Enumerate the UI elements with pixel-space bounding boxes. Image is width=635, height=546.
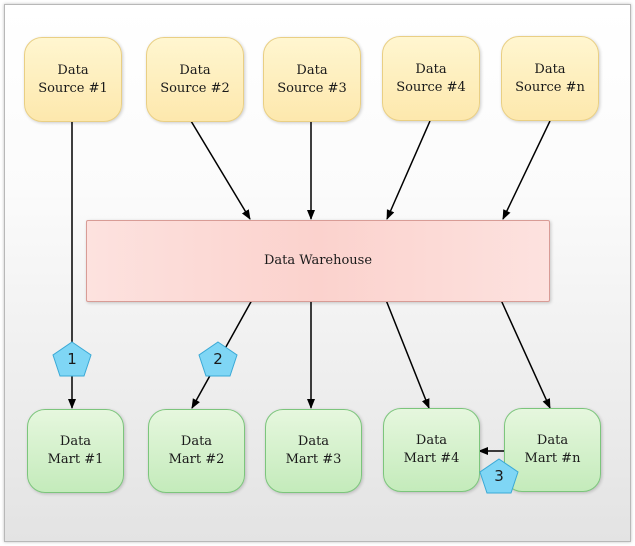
data-mart-n-label: Data Mart #n (524, 433, 581, 466)
pentagon-badge-1: 1 (52, 341, 92, 377)
arrow-warehouse-to-mart-n (500, 299, 551, 409)
data-source-3: Data Source #3 (263, 37, 361, 122)
data-mart-4: Data Mart #4 (383, 408, 480, 492)
data-source-n-label: Data Source #n (515, 61, 585, 95)
arrow-source-4-to-warehouse (386, 120, 431, 220)
badge-1-number: 1 (67, 350, 77, 368)
data-mart-1-label: Data Mart #1 (47, 434, 104, 467)
data-mart-3: Data Mart #3 (265, 409, 362, 493)
badge-2-number: 2 (213, 350, 223, 368)
data-mart-4-label: Data Mart #4 (403, 433, 460, 466)
data-source-4: Data Source #4 (382, 36, 480, 121)
data-source-2: Data Source #2 (146, 37, 244, 122)
data-source-2-label: Data Source #2 (160, 62, 230, 96)
arrow-source-n-to-warehouse (502, 120, 551, 220)
data-warehouse-label: Data Warehouse (263, 253, 373, 268)
data-mart-2: Data Mart #2 (148, 409, 245, 493)
pentagon-icon (479, 458, 519, 494)
arrow-source-2-to-warehouse (190, 120, 251, 220)
pentagon-icon (52, 341, 92, 377)
pentagon-badge-3: 3 (479, 458, 519, 494)
data-warehouse: Data Warehouse (86, 220, 550, 302)
data-mart-n: Data Mart #n (504, 408, 601, 492)
data-mart-1: Data Mart #1 (27, 409, 124, 493)
pentagon-icon (198, 341, 238, 377)
data-source-4-label: Data Source #4 (396, 61, 466, 95)
data-source-n: Data Source #n (501, 36, 599, 121)
arrow-warehouse-to-mart-4 (385, 299, 430, 409)
data-mart-3-label: Data Mart #3 (285, 434, 342, 467)
badge-3-number: 3 (494, 467, 504, 485)
data-mart-2-label: Data Mart #2 (168, 434, 225, 467)
pentagon-badge-2: 2 (198, 341, 238, 377)
data-source-1-label: Data Source #1 (38, 62, 108, 96)
data-source-1: Data Source #1 (24, 37, 122, 122)
data-source-3-label: Data Source #3 (277, 62, 347, 96)
